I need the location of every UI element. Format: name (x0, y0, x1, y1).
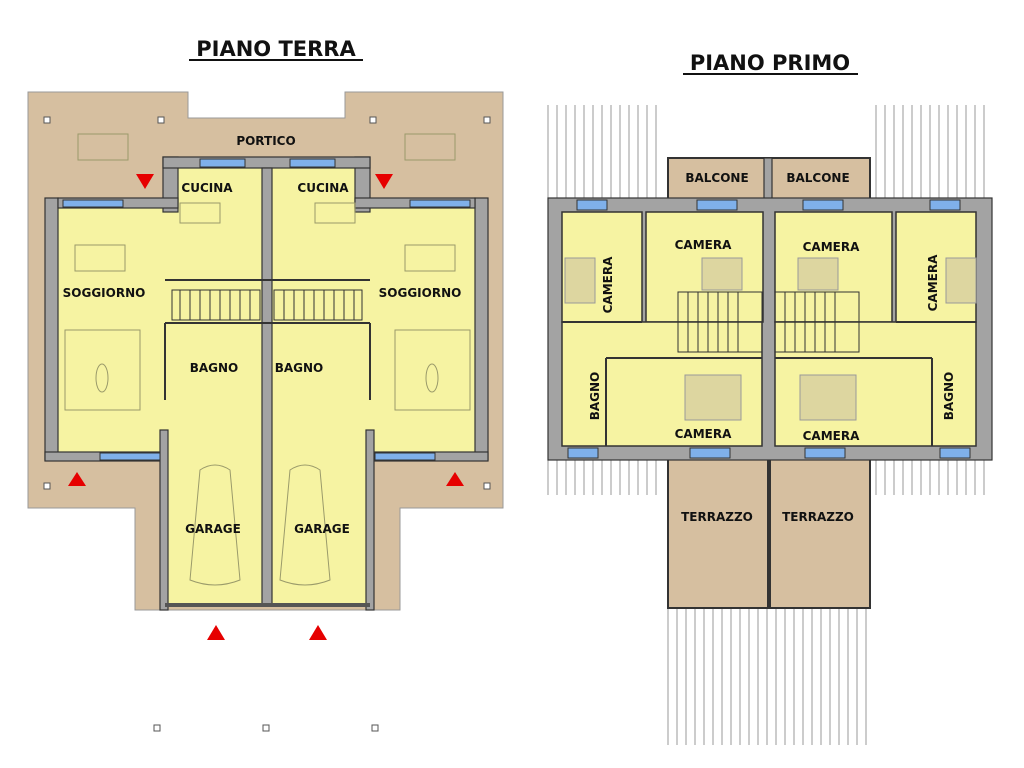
ground-stairs (171, 289, 363, 321)
entrance-arrow-icon (375, 174, 393, 189)
room-label-bagno: BAGNO (942, 372, 956, 421)
first-windows (567, 199, 971, 459)
entrance-arrow-icon (136, 174, 154, 189)
room-label-camera: CAMERA (803, 429, 860, 443)
room-label-balcone: BALCONE (685, 171, 748, 185)
ground-floor-plan: PIANO TERRA (27, 37, 504, 732)
entrance-arrows (68, 174, 464, 640)
first-floor-title: PIANO PRIMO (690, 51, 850, 75)
room-label-camera: CAMERA (803, 240, 860, 254)
room-label-balcone: BALCONE (786, 171, 849, 185)
entrance-arrow-icon (446, 472, 464, 486)
room-label-soggiorno: SOGGIORNO (63, 286, 146, 300)
ground-floor-title: PIANO TERRA (196, 37, 356, 61)
first-inner-walls (562, 321, 976, 446)
entrance-arrow-icon (309, 625, 327, 640)
ground-windows (62, 158, 471, 461)
entrance-arrow-icon (68, 472, 86, 486)
room-label-terrazzo: TERRAZZO (681, 510, 753, 524)
room-label-garage: GARAGE (294, 522, 350, 536)
first-floor-plan: PIANO PRIMO (547, 51, 993, 745)
room-label-bagno: BAGNO (275, 361, 324, 375)
room-label-camera: CAMERA (926, 254, 940, 311)
pillars (43, 116, 491, 732)
room-label-camera: CAMERA (675, 238, 732, 252)
room-label-cucina: CUCINA (181, 181, 233, 195)
entrance-arrow-icon (207, 625, 225, 640)
room-label-garage: GARAGE (185, 522, 241, 536)
room-label-cucina: CUCINA (297, 181, 349, 195)
room-label-bagno: BAGNO (588, 372, 602, 421)
room-label-terrazzo: TERRAZZO (782, 510, 854, 524)
room-label-camera: CAMERA (675, 427, 732, 441)
room-label-soggiorno: SOGGIORNO (379, 286, 462, 300)
ground-furniture (64, 133, 471, 586)
first-beds (564, 257, 977, 421)
room-label-camera: CAMERA (601, 256, 615, 313)
first-stairs (677, 291, 860, 353)
room-label-portico: PORTICO (236, 134, 295, 148)
room-label-bagno: BAGNO (190, 361, 239, 375)
